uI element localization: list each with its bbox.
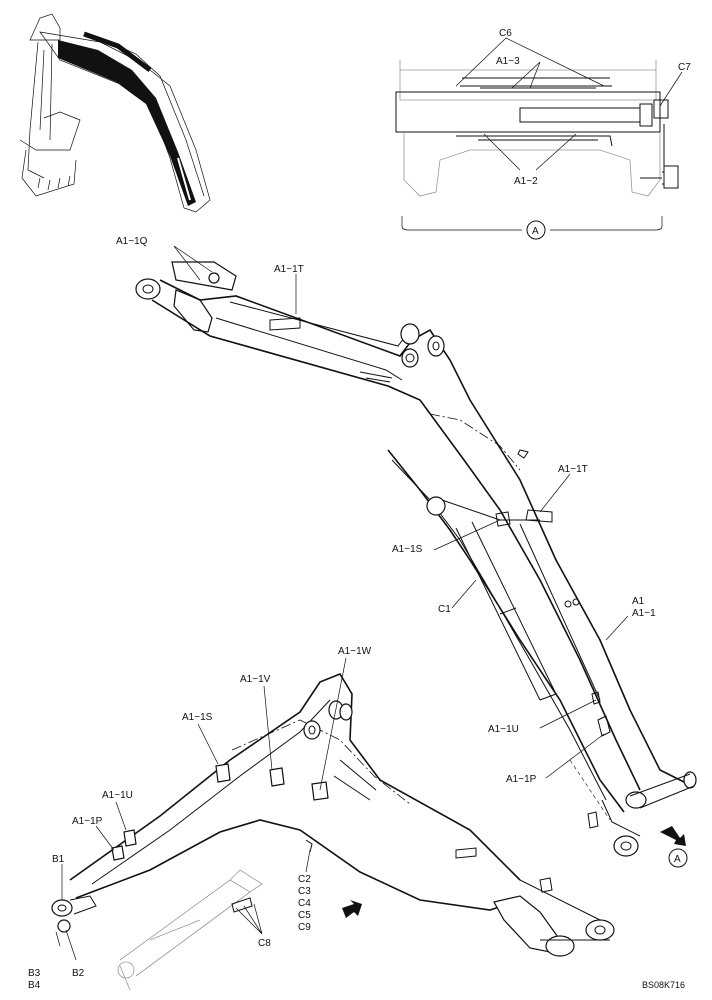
label-c4: C4 bbox=[298, 898, 311, 909]
label-c6: C6 bbox=[499, 28, 512, 39]
label-c1: C1 bbox=[438, 604, 451, 615]
excavator-locator-thumbnail bbox=[19, 13, 211, 213]
label-c5: C5 bbox=[298, 910, 311, 921]
main-boom-upper bbox=[135, 245, 697, 868]
label-a1-1q: A1−1Q bbox=[116, 236, 148, 247]
label-b4: B4 bbox=[28, 980, 41, 991]
label-a1-2: A1−2 bbox=[514, 176, 538, 187]
label-a1-1: A1−1 bbox=[632, 608, 656, 619]
label-a1-1p-right: A1−1P bbox=[506, 774, 537, 785]
label-a1-1u-left: A1−1U bbox=[102, 790, 133, 801]
view-a-marker-top: A bbox=[532, 226, 539, 237]
label-c7: C7 bbox=[678, 62, 691, 73]
label-a1-1p-left: A1−1P bbox=[72, 816, 103, 827]
label-a1-1s-left: A1−1S bbox=[182, 712, 213, 723]
label-a1: A1 bbox=[632, 596, 645, 607]
label-a1-1v: A1−1V bbox=[240, 674, 271, 685]
label-b2: B2 bbox=[72, 968, 85, 979]
callout-labels: C6 A1−3 C7 A1−2 A A1−1Q A1−1T A1−1T A1−1… bbox=[28, 28, 691, 991]
label-a1-1s-right: A1−1S bbox=[392, 544, 423, 555]
drawing-code: BS08K716 bbox=[642, 980, 685, 990]
view-a-marker-bottom: A bbox=[674, 854, 681, 865]
label-c9: C9 bbox=[298, 922, 311, 933]
label-a1-1w: A1−1W bbox=[338, 646, 372, 657]
main-boom-lower bbox=[51, 657, 615, 991]
label-b1: B1 bbox=[52, 854, 65, 865]
label-c2: C2 bbox=[298, 874, 311, 885]
label-b3: B3 bbox=[28, 968, 41, 979]
label-a1-1u-right: A1−1U bbox=[488, 724, 519, 735]
label-a1-1t-right: A1−1T bbox=[558, 464, 588, 475]
label-a1-1t-top: A1−1T bbox=[274, 264, 304, 275]
label-c8: C8 bbox=[258, 938, 271, 949]
label-a1-3: A1−3 bbox=[496, 56, 520, 67]
view-a-detail bbox=[395, 37, 683, 240]
label-c3: C3 bbox=[298, 886, 311, 897]
